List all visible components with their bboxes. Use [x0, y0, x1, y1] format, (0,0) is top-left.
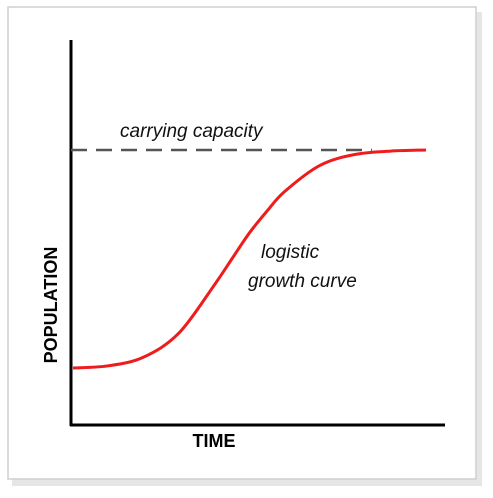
y-axis-title: POPULATION	[41, 247, 61, 364]
logistic-growth-curve	[72, 148, 427, 370]
carrying-capacity-label: carrying capacity	[120, 121, 264, 142]
growth-curve-label: growth curve	[248, 271, 357, 292]
logistic-label: logistic	[261, 242, 320, 263]
x-axis-title: TIME	[193, 431, 236, 451]
